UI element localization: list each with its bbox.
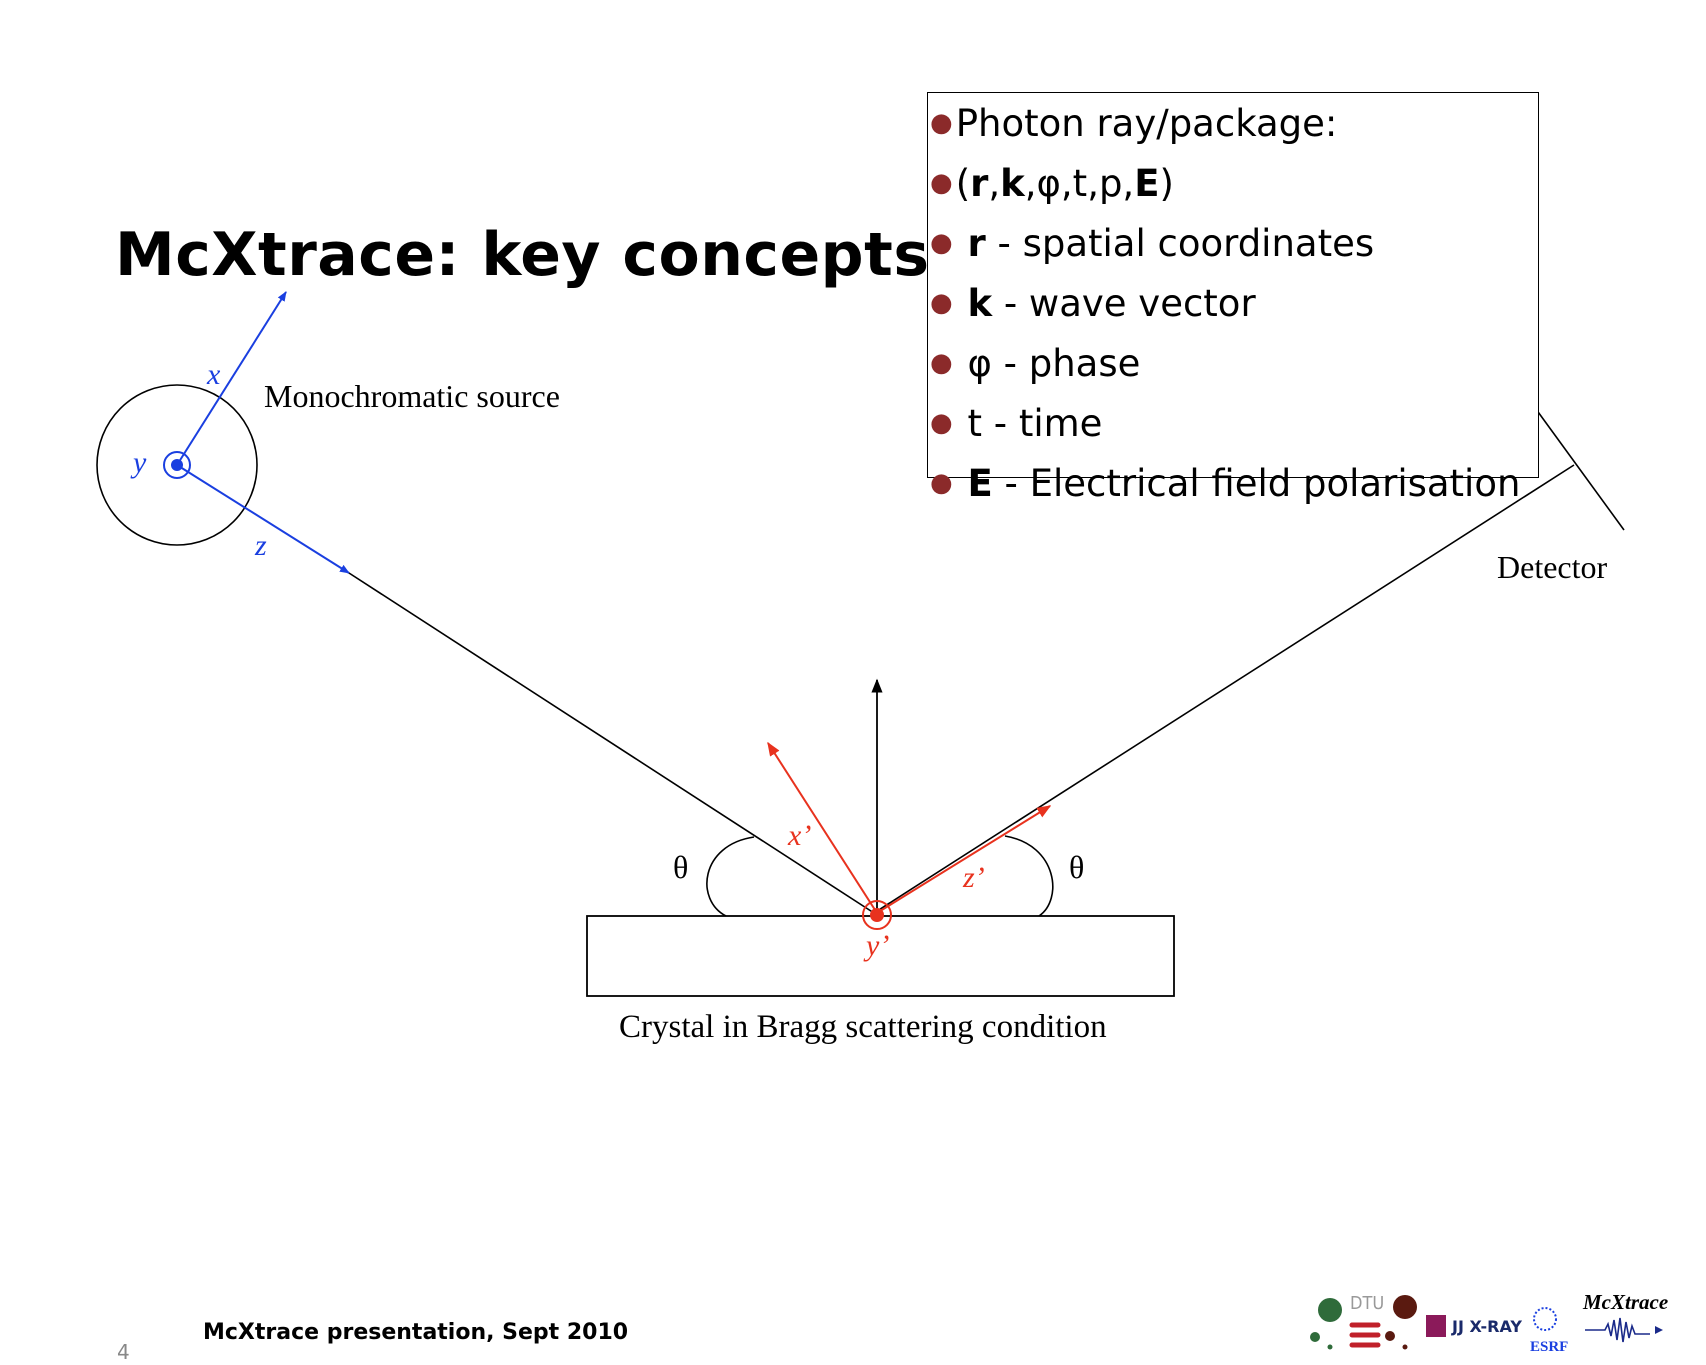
mcxtrace-logo-icon: McXtrace: [1582, 1290, 1668, 1343]
source-z-axis: [176, 464, 350, 574]
svg-text:DTU: DTU: [1350, 1293, 1384, 1314]
theta-arc-left: [706, 836, 755, 917]
source-label: Monochromatic source: [264, 378, 560, 414]
crystal-label: Crystal in Bragg scattering condition: [619, 1009, 1107, 1045]
source-x-axis: [176, 291, 287, 466]
bullet-icon: ●: [930, 408, 953, 438]
bullet-icon: ●: [930, 468, 953, 498]
incident-beam: [348, 572, 875, 914]
axis-z-prime-label: z’: [962, 861, 985, 894]
footer-text: McXtrace presentation, Sept 2010: [203, 1320, 629, 1345]
info-item-E: ● E - Electrical field polarisation: [930, 462, 1521, 505]
dtu-logo-icon: DTU: [1349, 1293, 1384, 1348]
slide-title: McXtrace: key concepts: [115, 220, 930, 290]
reflected-beam: [873, 464, 1575, 914]
scattered-x-axis: [767, 741, 878, 914]
axis-y-label: y: [130, 446, 147, 479]
photon-info-box: ●Photon ray/package: ●(r,k,φ,t,p,E) ● r …: [927, 92, 1539, 505]
theta-left-label: θ: [673, 849, 688, 885]
svg-text:McXtrace: McXtrace: [1582, 1290, 1668, 1314]
axis-x-label: x: [206, 358, 221, 391]
bullet-icon: ●: [930, 168, 953, 198]
scatter-point-dot: [870, 908, 884, 922]
info-item-r: ● r - spatial coordinates: [930, 222, 1375, 265]
source-y-ring: [163, 451, 191, 479]
axis-z-label: z: [254, 529, 267, 562]
detector-label: Detector: [1497, 549, 1608, 585]
svg-text:ESRF: ESRF: [1530, 1339, 1568, 1355]
axis-x-prime-label: x’: [787, 819, 811, 852]
info-item-t: ● t - time: [930, 402, 1103, 445]
theta-arc-right: [1004, 835, 1054, 917]
svg-text:JJ X-RAY: JJ X-RAY: [1451, 1317, 1522, 1336]
source-circle: [96, 384, 258, 546]
axis-y-prime-label: y’: [863, 929, 889, 962]
bullet-icon: ●: [930, 348, 953, 378]
jj-xray-logo-icon: JJ X-RAY: [1426, 1315, 1522, 1337]
scattered-z-axis: [876, 805, 1052, 914]
bullet-icon: ●: [930, 228, 953, 258]
detector-plate: [1532, 404, 1625, 531]
theta-right-label: θ: [1069, 849, 1084, 885]
info-item-k: ● k - wave vector: [930, 282, 1256, 325]
esrf-logo-icon: ESRF: [1530, 1307, 1568, 1355]
page-number: 4: [117, 1340, 130, 1364]
info-item-phi: ● φ - phase: [930, 342, 1141, 385]
partner-logos: DTU JJ X-RAY ESRF McXtrace: [1310, 1290, 1668, 1355]
bullet-icon: ●: [930, 108, 953, 138]
scatter-point-ring: [862, 900, 892, 930]
info-line-tuple: ●(r,k,φ,t,p,E): [930, 162, 1174, 205]
ku-logo-icon: [1310, 1298, 1342, 1350]
riso-logo-icon: [1385, 1295, 1417, 1350]
bullet-icon: ●: [930, 288, 953, 318]
info-line-title: ●Photon ray/package:: [930, 102, 1338, 145]
